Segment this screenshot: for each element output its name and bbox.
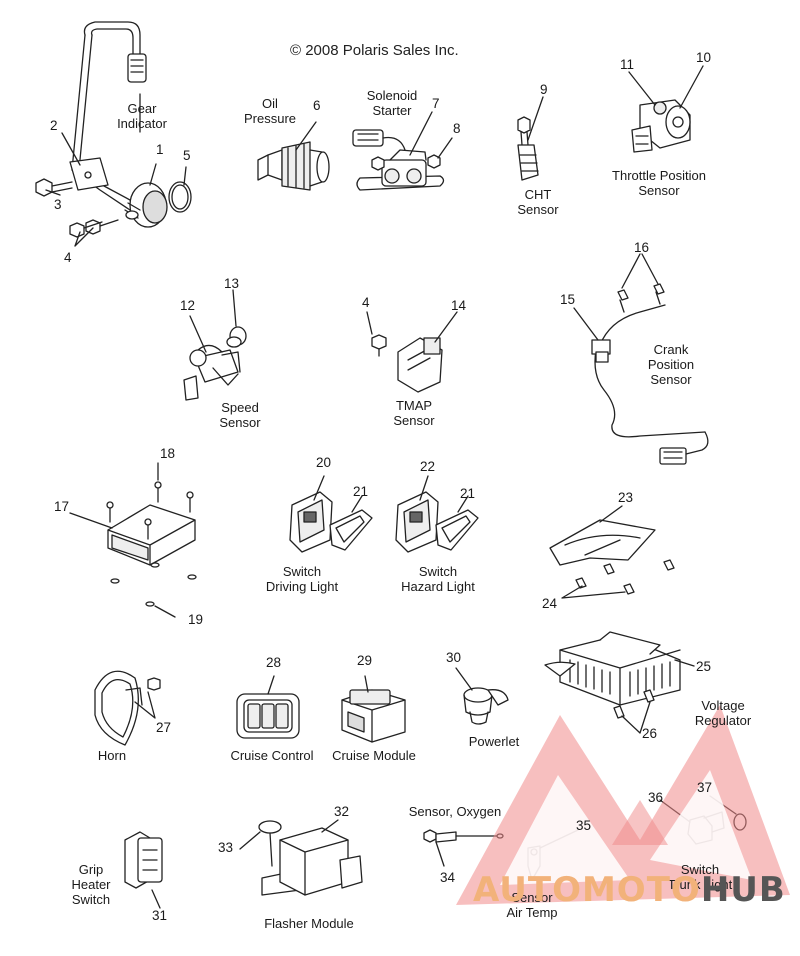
switch-hazard-light-drawing: [395, 475, 479, 553]
callout-12: 12: [180, 298, 196, 313]
callout-21-driving: 21: [353, 484, 369, 499]
callout-5: 5: [183, 148, 191, 163]
label-sensor-oxygen: Sensor, Oxygen: [408, 804, 502, 819]
horn-drawing: [94, 670, 161, 746]
callout-22: 22: [420, 459, 436, 474]
label-voltage-regulator: Voltage Regulator: [694, 698, 752, 728]
label-gear-indicator: Gear Indicator: [117, 101, 167, 131]
callout-16: 16: [634, 240, 650, 255]
label-grip-heater-switch: Grip Heater Switch: [71, 862, 111, 907]
solenoid-starter-drawing: [352, 111, 453, 191]
callout-1: 1: [156, 142, 164, 157]
callout-33: 33: [218, 840, 234, 855]
label-throttle-position: Throttle Position Sensor: [612, 168, 706, 198]
label-cht-sensor: CHT Sensor: [517, 187, 559, 217]
label-speed-sensor: Speed Sensor: [219, 400, 261, 430]
gear-indicator-drawing: [35, 21, 192, 247]
callout-4: 4: [64, 250, 72, 265]
flasher-module-drawing: [239, 819, 363, 896]
oil-pressure-drawing: [257, 121, 330, 191]
speed-sensor-drawing: [183, 289, 247, 401]
watermark-logo: [456, 705, 790, 905]
cruise-module-drawing: [341, 675, 406, 743]
callout-30: 30: [446, 650, 462, 665]
callout-23: 23: [618, 490, 634, 505]
copyright-text: © 2008 Polaris Sales Inc.: [290, 42, 459, 59]
callout-29: 29: [357, 653, 373, 668]
crank-position-drawing: [573, 253, 709, 465]
label-oil-pressure: Oil Pressure: [243, 96, 297, 126]
label-switch-driving-light: Switch Driving Light: [265, 564, 339, 594]
callout-15: 15: [560, 292, 576, 307]
callout-31: 31: [152, 908, 168, 923]
callout-6: 6: [313, 98, 321, 113]
powerlet-drawing: [455, 667, 509, 725]
callout-11: 11: [620, 57, 635, 72]
label-cruise-module: Cruise Module: [332, 748, 416, 763]
callout-2: 2: [50, 118, 58, 133]
callout-20: 20: [316, 455, 332, 470]
label-powerlet: Powerlet: [468, 734, 520, 749]
callout-17: 17: [54, 499, 70, 514]
label-solenoid-starter: Solenoid Starter: [366, 88, 418, 118]
callout-21-hazard: 21: [460, 486, 476, 501]
callout-28: 28: [266, 655, 282, 670]
callout-13: 13: [224, 276, 240, 291]
watermark-text: AUTOMOTOHUB: [473, 870, 786, 910]
callout-3: 3: [54, 197, 62, 212]
cruise-control-drawing: [236, 675, 300, 739]
callout-8: 8: [453, 121, 461, 136]
label-switch-hazard-light: Switch Hazard Light: [401, 564, 475, 594]
callout-37: 37: [697, 780, 713, 795]
label-flasher-module: Flasher Module: [264, 916, 354, 931]
ecu-drawing: [69, 462, 197, 618]
label-cruise-control: Cruise Control: [230, 748, 314, 763]
callout-4-tmap: 4: [362, 295, 370, 310]
switch-driving-light-drawing: [289, 475, 373, 553]
callout-24: 24: [542, 596, 558, 611]
callout-14: 14: [451, 298, 467, 313]
callout-27: 27: [156, 720, 172, 735]
cht-sensor-drawing: [517, 96, 544, 181]
callout-7: 7: [432, 96, 440, 111]
callout-25: 25: [696, 659, 712, 674]
label-sensor-air-temp: Sensor Air Temp: [506, 890, 558, 920]
callout-10: 10: [696, 50, 712, 65]
callout-9: 9: [540, 82, 548, 97]
label-tmap-sensor: TMAP Sensor: [393, 398, 435, 428]
callout-35: 35: [576, 818, 592, 833]
label-crank-position: Crank Position Sensor: [647, 342, 695, 387]
callout-26: 26: [642, 726, 658, 741]
callout-34: 34: [440, 870, 456, 885]
tmap-sensor-drawing: [366, 311, 458, 393]
voltage-regulator-drawing: [544, 631, 695, 734]
callout-19: 19: [188, 612, 204, 627]
grip-heater-switch-drawing: [124, 831, 163, 909]
watermark-text-part1: AUTOMOTO: [473, 870, 701, 910]
callout-18: 18: [160, 446, 176, 461]
bracket-drawing: [549, 505, 675, 599]
watermark-text-part2: HUB: [700, 870, 786, 910]
callout-32: 32: [334, 804, 350, 819]
label-horn: Horn: [97, 748, 127, 763]
callout-36: 36: [648, 790, 664, 805]
throttle-position-drawing: [628, 65, 704, 153]
label-switch-trunk-light: Switch Trunk Light: [667, 862, 733, 892]
